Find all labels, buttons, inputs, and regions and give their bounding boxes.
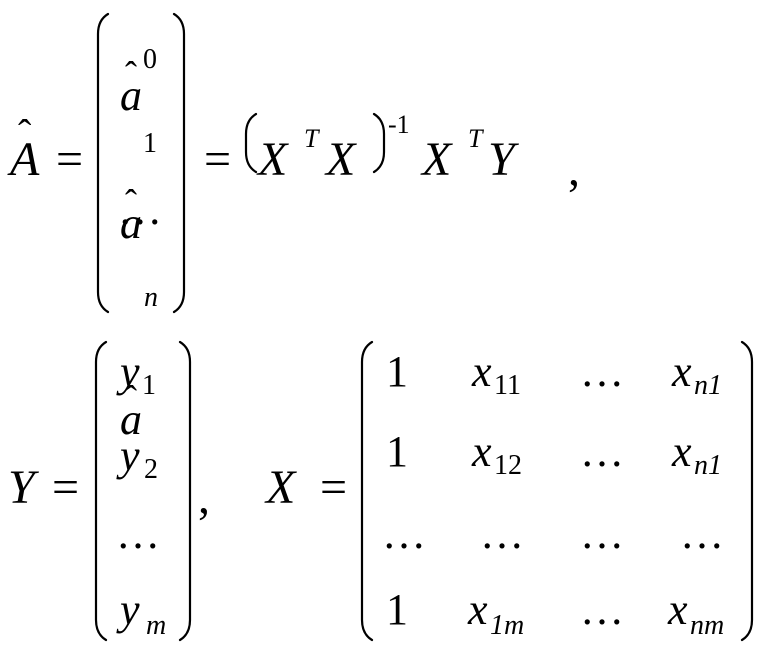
left-paren-xtx <box>244 112 258 174</box>
y-vector-ellipsis: … <box>116 509 160 558</box>
matrix-r1-c3: … <box>580 347 624 396</box>
equation-a-hat: ˆ A = ˆ a 0 ˆ a 1 … ˆ a n = X T X - <box>0 0 767 442</box>
matrix-r2-c4-sub: n1 <box>694 450 722 481</box>
matrix-r3-c2: … <box>480 509 524 558</box>
right-paren-xtx <box>372 112 386 174</box>
transpose-sup-2: T <box>468 124 483 153</box>
hat-accent: ˆ <box>125 182 137 222</box>
inverse-sup: -1 <box>388 110 410 139</box>
y-m-sub: m <box>146 610 167 641</box>
a-hat-symbol: ˆ A <box>10 111 40 186</box>
matrix-r3-c4: … <box>680 509 724 558</box>
left-paren-x-matrix <box>360 340 374 642</box>
matrix-r4-c4-sub: nm <box>690 610 725 641</box>
a-vector-entry-0: ˆ a 0 <box>0 44 767 118</box>
comma-1: , <box>568 143 580 196</box>
hat-accent: ˆ <box>17 111 32 156</box>
matrix-r2-c1: 1 <box>386 427 408 476</box>
x-symbol-2: X <box>326 133 356 186</box>
matrix-r2-c4-base: x <box>672 427 692 476</box>
hat-accent: ˆ <box>125 378 137 418</box>
a-vector-entry-n: ˆ a n <box>0 136 767 442</box>
right-paren-x-matrix <box>740 340 754 642</box>
matrix-r1-c2-sub: 11 <box>494 370 521 401</box>
right-paren-a-vector <box>172 12 186 314</box>
matrix-r4-c2-base: x <box>468 585 488 634</box>
a-hat-n-sub: n <box>144 282 158 313</box>
matrix-r4-c1: 1 <box>386 585 408 634</box>
matrix-r2-c2-sub: 12 <box>494 450 522 481</box>
equals-sign-2: = <box>204 133 232 186</box>
matrix-r4-c4-base: x <box>668 585 688 634</box>
y-2-sub: 2 <box>144 454 158 485</box>
equals-sign: = <box>56 133 84 186</box>
matrix-r1-c4-sub: n1 <box>694 370 722 401</box>
y-1-sub: 1 <box>142 370 156 401</box>
comma-2: , <box>198 471 210 524</box>
a-hat-1-base: ˆ a <box>120 182 142 248</box>
a-hat-1-sub: 1 <box>143 128 157 159</box>
y-2-base: y <box>120 431 140 480</box>
equals-sign-3: = <box>52 461 80 514</box>
matrix-r3-c1: … <box>382 509 426 558</box>
matrix-r1-c4-base: x <box>672 347 692 396</box>
y-m-base: y <box>120 585 140 634</box>
matrix-r4-c2-sub: 1m <box>490 610 525 641</box>
matrix-r1-c1: 1 <box>386 347 408 396</box>
x-matrix-symbol: X <box>266 461 296 514</box>
x-symbol-1: X <box>258 133 288 186</box>
matrix-r2-c2-base: x <box>472 427 492 476</box>
a-hat-n-base: ˆ a <box>120 378 142 444</box>
hat-accent: ˆ <box>125 54 137 94</box>
y-1-base: y <box>120 347 140 396</box>
transpose-sup-1: T <box>304 124 319 153</box>
a-vector-entry-1: ˆ a 1 <box>0 92 767 246</box>
right-paren-y-vector <box>178 340 192 642</box>
a-hat-0-sub: 0 <box>143 44 157 75</box>
x-symbol-3: X <box>422 133 452 186</box>
matrix-r2-c3: … <box>580 427 624 476</box>
left-paren-y-vector <box>94 340 108 642</box>
matrix-r4-c3: … <box>580 585 624 634</box>
matrix-r3-c3: … <box>580 509 624 558</box>
a-vector-ellipsis: … <box>118 185 162 234</box>
a-hat-0-base: ˆ a <box>120 54 142 120</box>
left-paren-a-vector <box>96 12 110 314</box>
equals-sign-4: = <box>320 461 348 514</box>
y-symbol: Y <box>488 133 515 186</box>
matrix-r1-c2-base: x <box>472 347 492 396</box>
y-vector-symbol: Y <box>8 461 35 514</box>
